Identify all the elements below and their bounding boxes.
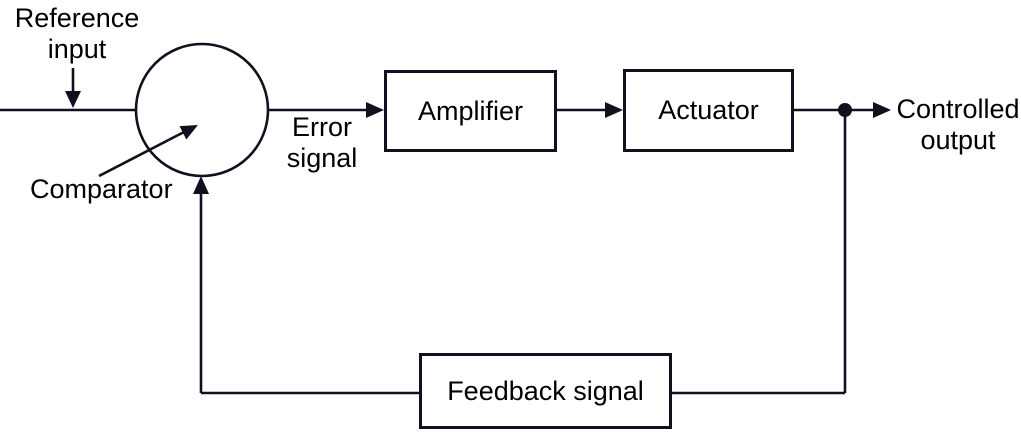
amplifier-label: Amplifier [417,95,524,126]
feedback-signal-label: Feedback signal [447,375,644,406]
amplifier-to-actuator-arrowhead [605,102,623,118]
error-signal-arrowhead [366,102,384,118]
reference-input-label: Reference input [14,3,140,64]
comparator-label: Comparator [30,174,173,204]
feedback-arrowhead [193,176,209,194]
controlled-output-arrowhead [873,102,891,118]
reference-input-arrowhead [65,91,81,108]
comparator-circle [134,42,270,178]
actuator-label: Actuator [658,95,759,125]
error-signal-label: Error signal [286,112,358,173]
amplifier-block: Amplifier [384,70,557,152]
controlled-output-label: Controlled output [896,94,1020,155]
comparator-pointer-shaft [98,130,185,178]
feedback-signal-block: Feedback signal [419,353,672,429]
actuator-block: Actuator [623,69,794,152]
comparator-pointer-arrowhead [179,125,198,140]
